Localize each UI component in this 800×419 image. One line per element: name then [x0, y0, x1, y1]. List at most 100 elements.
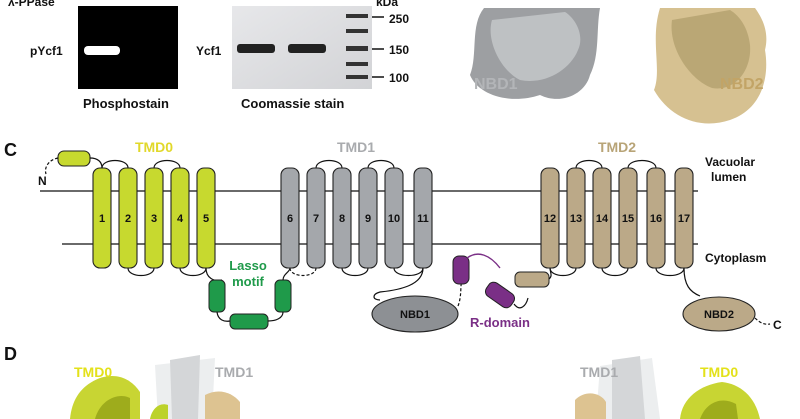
- tm-helix-number: 11: [417, 213, 429, 225]
- map-nbd2-label: NBD2: [720, 76, 764, 93]
- ycf1-label: Ycf1: [196, 44, 222, 58]
- phosphostain-caption: Phosphostain: [83, 96, 169, 111]
- n-terminus-label: N: [38, 174, 47, 188]
- pycf1-label: pYcf1: [30, 44, 63, 58]
- ladder-band: [346, 75, 368, 79]
- ladder-band: [346, 14, 368, 18]
- tm-helix: [306, 167, 326, 269]
- tmd2-elbow-helix: [514, 271, 550, 288]
- helix-loop: [601, 267, 629, 277]
- helix-loop: [101, 159, 129, 169]
- marker-250: 250: [389, 12, 409, 26]
- helix-loop: [315, 159, 343, 169]
- tm-helix: [646, 167, 666, 269]
- tm-helix-number: 6: [287, 213, 293, 225]
- lasso-label: motif: [232, 274, 264, 289]
- n-terminal-link: [89, 157, 103, 169]
- r-domain-label: R-domain: [470, 315, 530, 330]
- ladder-band: [346, 46, 368, 51]
- cytoplasm-label: Cytoplasm: [705, 251, 766, 265]
- ppase-header: λ-PPase: [8, 0, 55, 9]
- map-nbd1-label: NBD1: [474, 76, 518, 93]
- tm-helix: [618, 167, 638, 269]
- d-tmd0-left: TMD0: [74, 364, 112, 380]
- tm-helix-number: 7: [313, 213, 319, 225]
- lumen-label: lumen: [711, 170, 746, 184]
- helix-loop: [655, 267, 685, 277]
- marker-100: 100: [389, 71, 409, 85]
- kda-label: kDa: [376, 0, 398, 9]
- helix-loop: [367, 159, 395, 169]
- tm-helix: [170, 167, 190, 269]
- lasso-label: Lasso: [229, 258, 267, 273]
- helix-loop: [179, 267, 207, 277]
- panel-d-structure-left: [70, 355, 240, 419]
- lasso-helix: [208, 279, 226, 313]
- lasso-link: [267, 311, 284, 322]
- tm-helix-number: 17: [678, 213, 690, 225]
- nbd2-domain: [682, 296, 756, 332]
- tm-helix-number: 12: [544, 213, 556, 225]
- ladder-band: [346, 62, 368, 66]
- lasso-helix: [274, 279, 292, 313]
- tm-helix-number: 13: [570, 213, 582, 225]
- tmd2-elbow-link: [548, 267, 552, 280]
- r-domain-helix: [452, 255, 470, 285]
- r-domain-link: [513, 297, 529, 309]
- lasso-link: [205, 267, 223, 282]
- tm-helix-number: 9: [365, 213, 371, 225]
- tm-helix-number: 10: [388, 213, 400, 225]
- tm-helix-number: 5: [203, 213, 209, 225]
- tm-helix: [358, 167, 378, 269]
- n-terminal-helix: [57, 150, 91, 167]
- d-tmd1-right: TMD1: [580, 364, 618, 380]
- nbd1-link: [373, 267, 424, 301]
- tm-helix-number: 8: [339, 213, 345, 225]
- panel-c-letter: C: [4, 140, 17, 160]
- nbd2-label: NBD2: [704, 309, 734, 321]
- nbd1-label: NBD1: [400, 309, 430, 321]
- phosphostain-band: [84, 46, 120, 55]
- panel-d-structure-right: [575, 356, 760, 419]
- nbd2-link: [683, 267, 701, 297]
- helix-loop: [549, 267, 577, 277]
- lasso-link: [216, 311, 231, 322]
- helix-loop: [341, 267, 369, 277]
- tmd1-label: TMD1: [337, 139, 375, 155]
- c-terminal-tail: [754, 317, 771, 325]
- coomassie-band-2: [288, 44, 326, 53]
- tm-helix-number: 2: [125, 213, 131, 225]
- tm-helix-number: 4: [177, 213, 184, 225]
- vacuolar-label: Vacuolar: [705, 155, 755, 169]
- tm-helix-number: 16: [650, 213, 662, 225]
- nbd1-domain: [371, 295, 459, 333]
- tmd0-label: TMD0: [135, 139, 173, 155]
- helix-loop: [575, 159, 603, 169]
- d-tmd0-right: TMD0: [700, 364, 738, 380]
- coomassie-caption: Coomassie stain: [241, 96, 344, 111]
- helix-loop: [289, 267, 317, 277]
- tm-helix: [118, 167, 138, 269]
- helix-loop: [393, 267, 424, 277]
- helix-loop: [153, 159, 181, 169]
- tm-helix: [566, 167, 586, 269]
- marker-150: 150: [389, 43, 409, 57]
- helix-loop: [127, 267, 155, 277]
- r-domain-helix: [484, 281, 516, 309]
- lasso-link: [282, 267, 291, 281]
- lasso-helix: [229, 313, 269, 330]
- tm-helix: [592, 167, 612, 269]
- tm-helix: [144, 167, 164, 269]
- d-tmd1-left: TMD1: [215, 364, 253, 380]
- tm-helix: [332, 167, 352, 269]
- c-terminus-label: C: [773, 318, 782, 332]
- tm-helix: [384, 167, 404, 269]
- tmd2-label: TMD2: [598, 139, 636, 155]
- n-terminal-tail: [44, 157, 59, 175]
- ladder-band: [346, 29, 368, 33]
- helix-loop: [627, 159, 657, 169]
- r-domain-link: [457, 279, 463, 307]
- r-domain-loop: [466, 253, 501, 269]
